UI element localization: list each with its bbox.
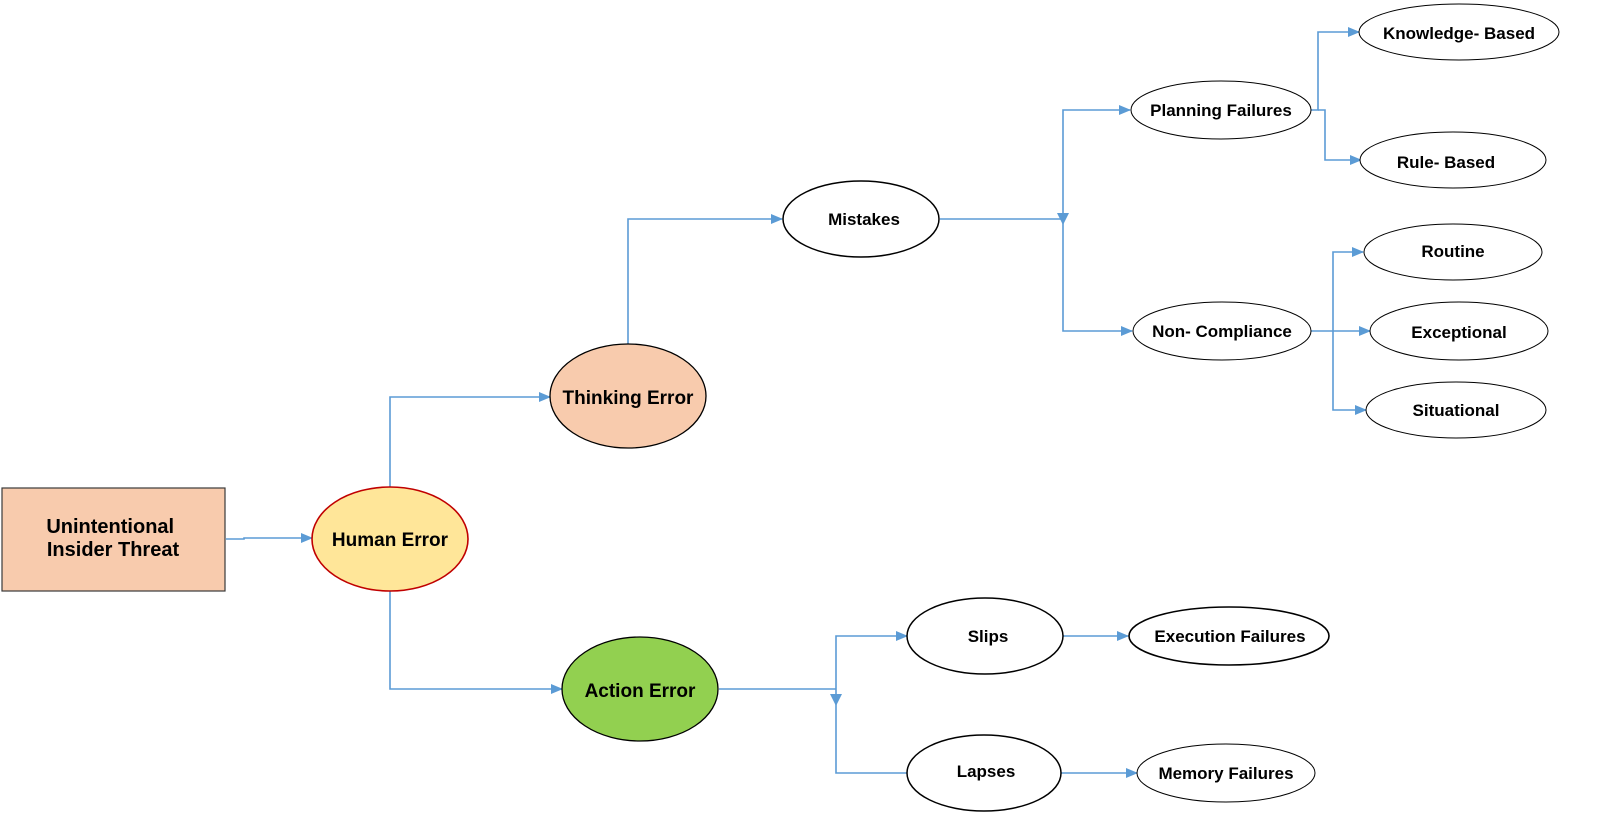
- exceptional-label: Exceptional: [1411, 323, 1506, 342]
- planning-failures-ellipse: [1130, 80, 1312, 140]
- situational-label: Situational: [1413, 401, 1500, 420]
- edge-action-error-to-slips: [835, 631, 908, 689]
- planning-failures-label: Planning Failures: [1150, 101, 1292, 120]
- rule-based-ellipse: [1359, 131, 1547, 189]
- node-memory-failures: Memory Failures: [1136, 743, 1316, 803]
- knowledge-based-ellipse: [1358, 3, 1560, 61]
- node-action-error: Action Error: [561, 636, 719, 742]
- connectors: [226, 27, 1371, 778]
- root-label-line1: Unintentional: [46, 516, 174, 538]
- mistakes-label: Mistakes: [828, 210, 900, 229]
- slips-label: Slips: [968, 627, 1009, 646]
- mistakes-ellipse: [782, 180, 940, 258]
- edge-planning-to-rule-based: [1318, 109, 1362, 165]
- execution-failures-label: Execution Failures: [1154, 627, 1305, 646]
- node-slips: Slips: [906, 597, 1064, 675]
- root-label: Unintentional Insider Threat: [46, 516, 179, 561]
- execution-failures-ellipse: [1128, 606, 1330, 666]
- lapses-label: Lapses: [957, 762, 1016, 781]
- human-error-label: Human Error: [332, 530, 449, 551]
- edge-mistakes-to-non-compliance: [1062, 219, 1133, 336]
- non-compliance-label: Non- Compliance: [1152, 322, 1292, 341]
- action-error-ellipse: [561, 636, 719, 742]
- root-box: [1, 487, 226, 592]
- node-unintentional-insider-threat: Unintentional Insider Threat: [1, 487, 226, 592]
- node-exceptional: Exceptional: [1369, 301, 1549, 361]
- exceptional-ellipse: [1369, 301, 1549, 361]
- edge-action-error-to-lapses: [835, 689, 907, 774]
- node-routine: Routine: [1363, 223, 1543, 281]
- situational-ellipse: [1365, 381, 1547, 439]
- root-label-line2: Insider Threat: [47, 539, 180, 561]
- edge-root-to-human-error: [226, 533, 313, 543]
- edge-planning-to-knowledge-based: [1310, 27, 1360, 111]
- node-non-compliance: Non- Compliance: [1132, 301, 1312, 361]
- rule-based-label: Rule- Based: [1397, 153, 1495, 172]
- edge-thinking-error-to-mistakes: [627, 214, 783, 345]
- node-mistakes: Mistakes: [782, 180, 940, 258]
- slips-ellipse: [906, 597, 1064, 675]
- human-error-ellipse: [311, 486, 469, 592]
- edge-human-error-to-thinking-error: [389, 392, 551, 487]
- thinking-error-ellipse: [549, 343, 707, 449]
- edge-non-compliance-to-situational: [1332, 331, 1367, 415]
- action-error-label: Action Error: [585, 681, 696, 702]
- knowledge-based-label: Knowledge- Based: [1383, 24, 1535, 43]
- non-compliance-ellipse: [1132, 301, 1312, 361]
- node-situational: Situational: [1365, 381, 1547, 439]
- routine-ellipse: [1363, 223, 1543, 281]
- edge-non-compliance-to-routine: [1332, 247, 1364, 331]
- node-rule-based: Rule- Based: [1359, 131, 1547, 189]
- node-human-error: Human Error: [311, 486, 469, 592]
- memory-failures-ellipse: [1136, 743, 1316, 803]
- node-lapses: Lapses: [906, 734, 1062, 812]
- routine-label: Routine: [1421, 242, 1484, 261]
- node-execution-failures: Execution Failures: [1128, 606, 1330, 666]
- node-planning-failures: Planning Failures: [1130, 80, 1312, 140]
- thinking-error-label: Thinking Error: [563, 388, 695, 409]
- node-knowledge-based: Knowledge- Based: [1358, 3, 1560, 61]
- lapses-ellipse: [906, 734, 1062, 812]
- edge-mistakes-to-planning-failures: [1062, 105, 1131, 219]
- node-thinking-error: Thinking Error: [549, 343, 707, 449]
- edge-human-error-to-action-error: [389, 591, 563, 694]
- memory-failures-label: Memory Failures: [1158, 764, 1293, 783]
